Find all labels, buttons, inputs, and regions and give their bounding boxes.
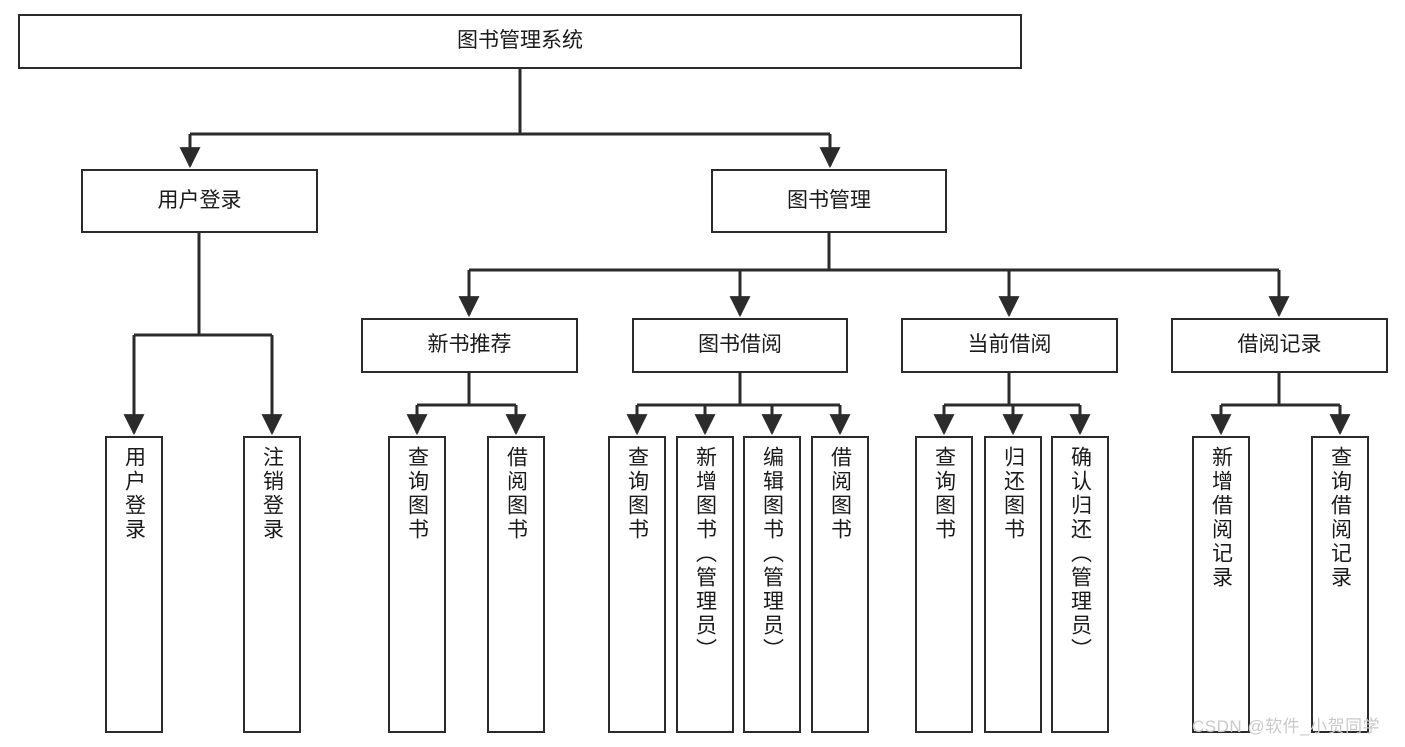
node-borrow-record-label: 借阅记录 (1237, 333, 1322, 357)
node-root-system[interactable]: 图书管理系统 (18, 14, 1022, 69)
node-leaf-query-record[interactable]: 查询借阅记录 (1311, 436, 1369, 733)
node-leaf-query-book-2[interactable]: 查询图书 (608, 436, 666, 733)
node-leaf-add-book[interactable]: 新增图书（管理员） (676, 436, 734, 733)
node-book-borrow[interactable]: 图书借阅 (632, 318, 848, 373)
node-book-manage[interactable]: 图书管理 (711, 169, 947, 233)
node-leaf-add-record-label: 新增借阅记录 (1209, 446, 1233, 590)
node-leaf-query-book-2-label: 查询图书 (625, 446, 649, 542)
node-leaf-borrow-book-1-label: 借阅图书 (504, 446, 528, 542)
node-current-borrow-label: 当前借阅 (967, 333, 1052, 357)
node-leaf-query-book-1[interactable]: 查询图书 (388, 436, 446, 733)
node-leaf-query-book-1-label: 查询图书 (405, 446, 429, 542)
node-leaf-confirm-return-label: 确认归还（管理员） (1068, 446, 1092, 662)
node-leaf-borrow-book-2-label: 借阅图书 (828, 446, 852, 542)
node-leaf-add-record[interactable]: 新增借阅记录 (1192, 436, 1250, 733)
node-leaf-query-book-3[interactable]: 查询图书 (915, 436, 973, 733)
node-borrow-record[interactable]: 借阅记录 (1171, 318, 1388, 373)
node-leaf-logout-label: 注销登录 (260, 446, 284, 542)
node-leaf-borrow-book-2[interactable]: 借阅图书 (811, 436, 869, 733)
node-leaf-edit-book[interactable]: 编辑图书（管理员） (743, 436, 801, 733)
node-book-borrow-label: 图书借阅 (698, 333, 782, 357)
node-leaf-return-book-label: 归还图书 (1001, 446, 1025, 542)
node-leaf-query-record-label: 查询借阅记录 (1328, 446, 1352, 590)
node-user-login[interactable]: 用户登录 (81, 169, 318, 233)
node-leaf-edit-book-label: 编辑图书（管理员） (760, 446, 784, 662)
node-root-label: 图书管理系统 (457, 29, 583, 53)
node-leaf-add-book-label: 新增图书（管理员） (693, 446, 717, 662)
node-leaf-return-book[interactable]: 归还图书 (984, 436, 1042, 733)
node-new-book-rec-label: 新书推荐 (427, 333, 512, 357)
node-leaf-user-login-label: 用户登录 (122, 446, 146, 542)
node-new-book-rec[interactable]: 新书推荐 (361, 318, 578, 373)
node-user-login-label: 用户登录 (157, 188, 242, 212)
node-book-manage-label: 图书管理 (787, 188, 871, 212)
node-leaf-confirm-return[interactable]: 确认归还（管理员） (1051, 436, 1109, 733)
node-leaf-borrow-book-1[interactable]: 借阅图书 (487, 436, 545, 733)
node-leaf-logout[interactable]: 注销登录 (243, 436, 301, 733)
node-leaf-user-login[interactable]: 用户登录 (105, 436, 163, 733)
node-leaf-query-book-3-label: 查询图书 (932, 446, 956, 542)
node-current-borrow[interactable]: 当前借阅 (901, 318, 1118, 373)
